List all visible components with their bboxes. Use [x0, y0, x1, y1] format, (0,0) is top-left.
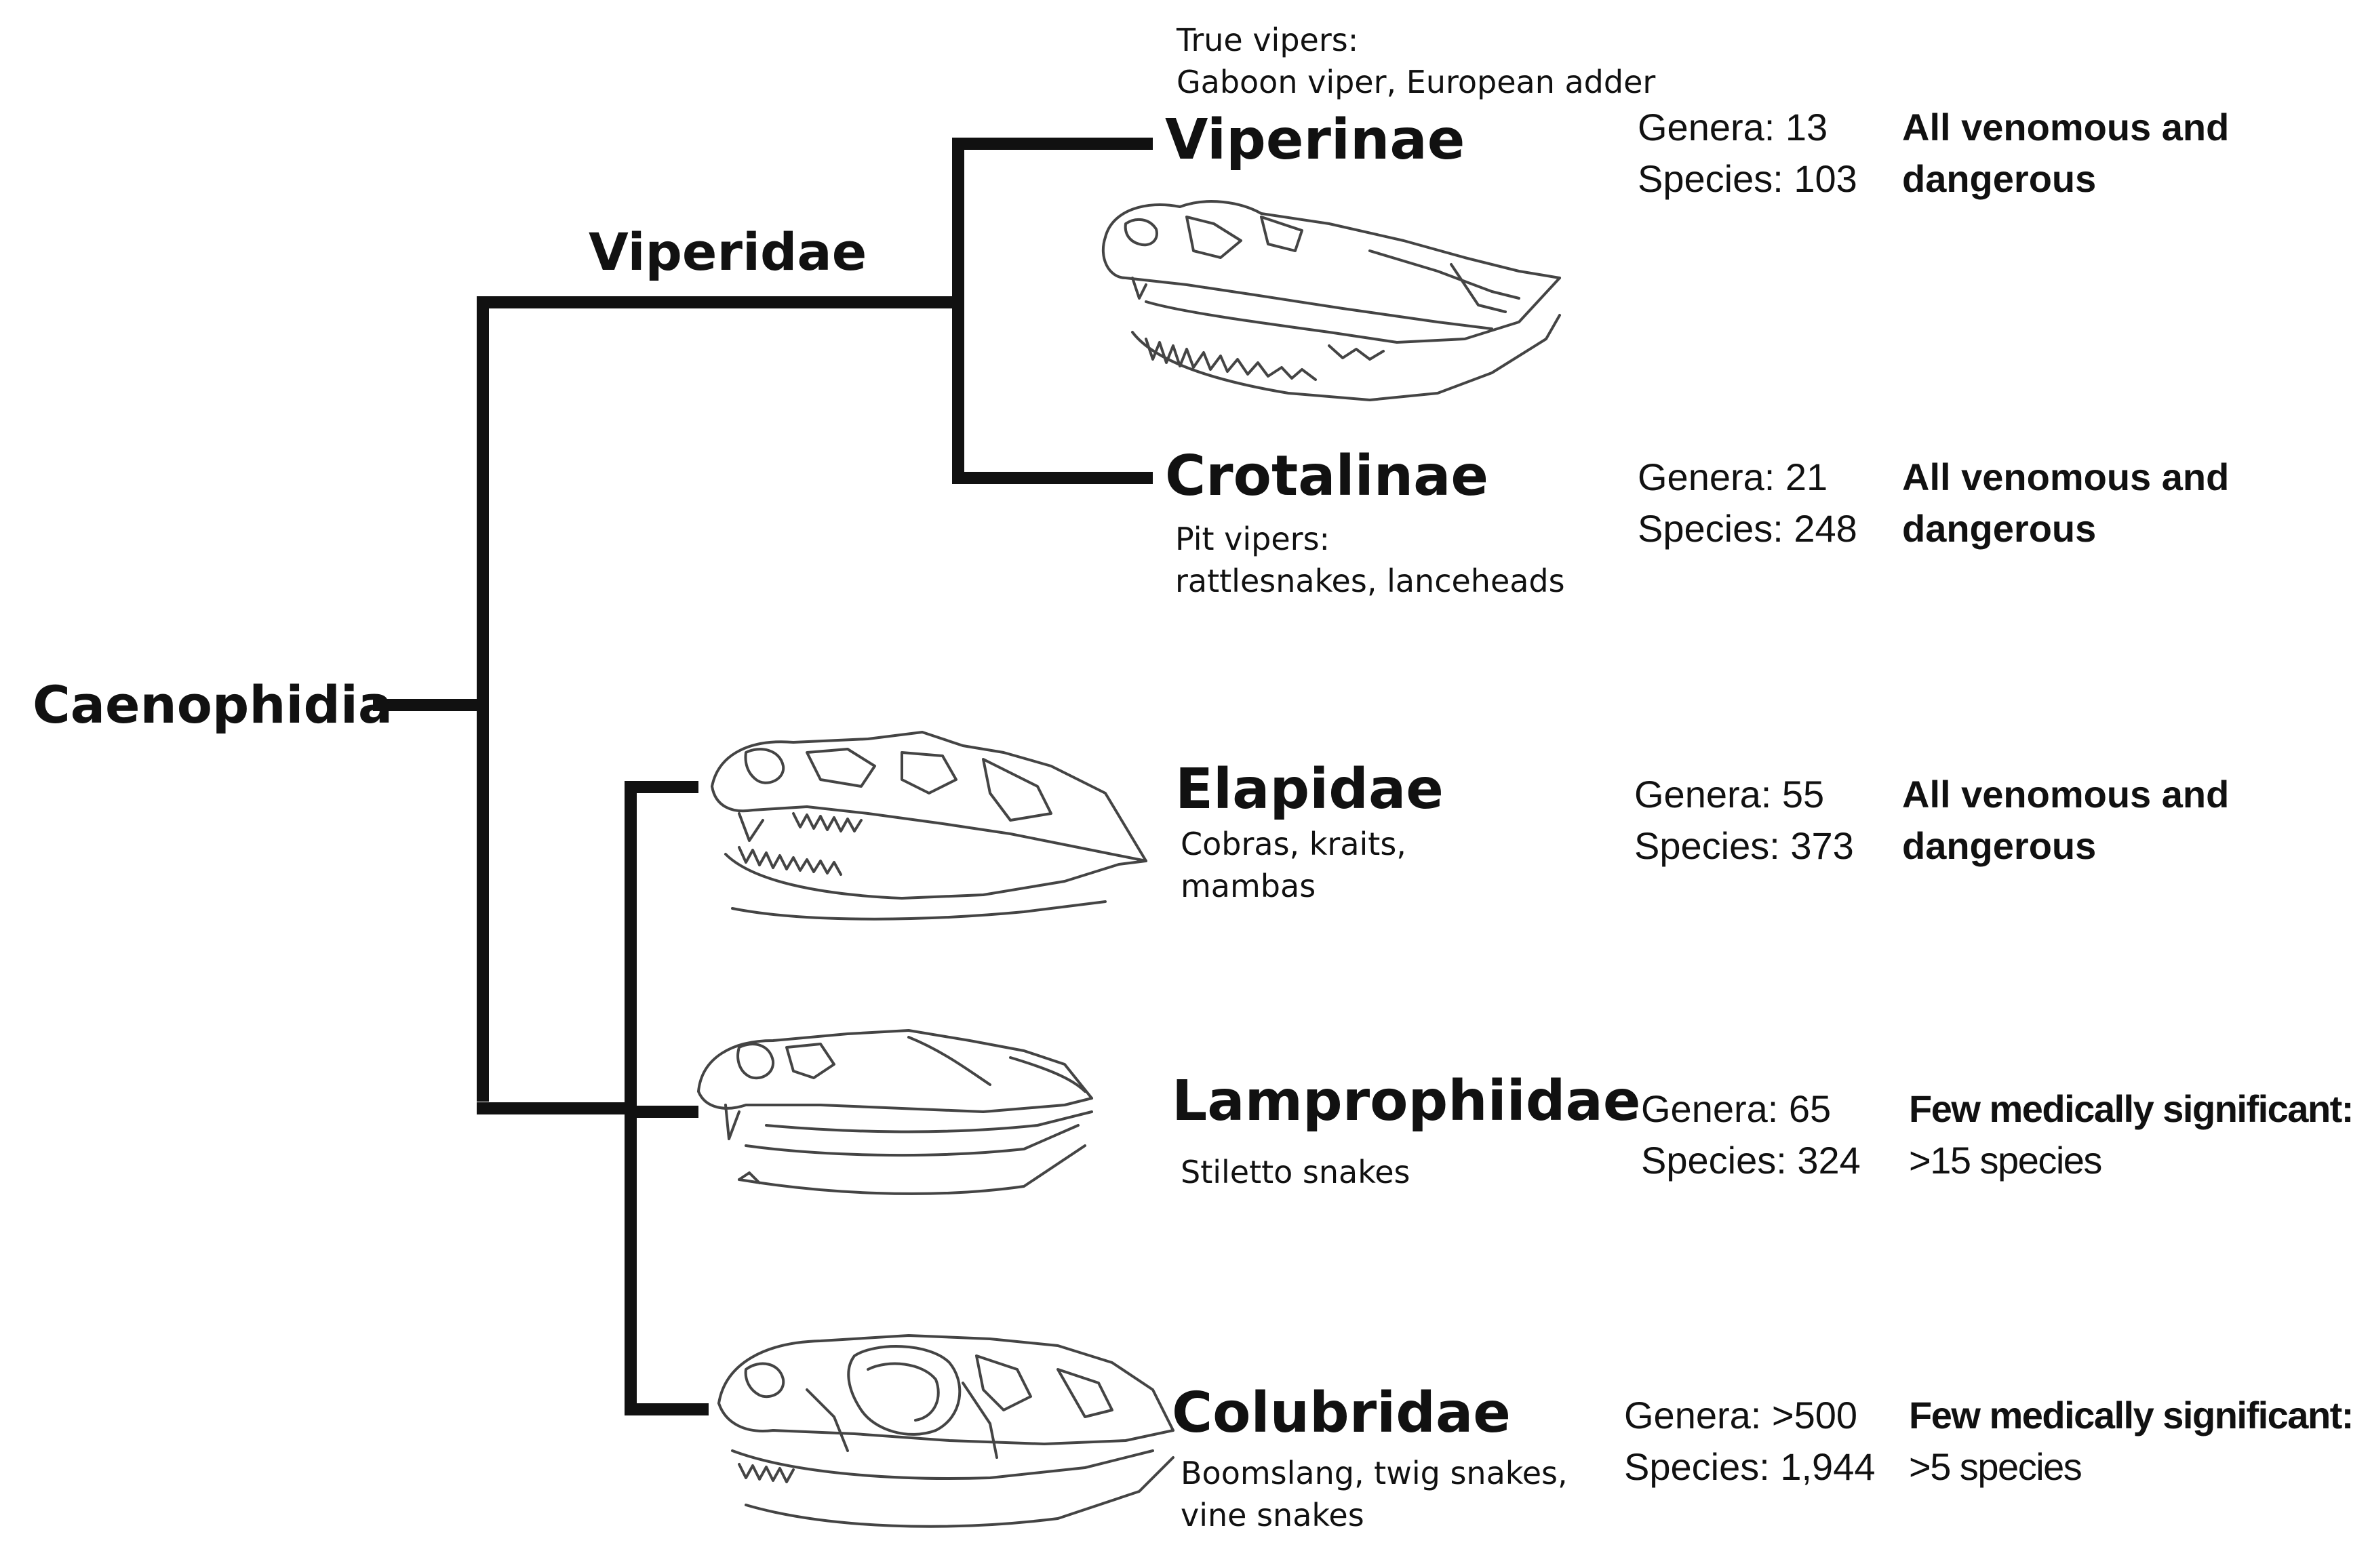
elapidae-common-line2: mambas: [1181, 868, 1316, 905]
colubridae-danger: Few medically significant: >5 species: [1909, 1390, 2354, 1492]
viper-skull-icon: [1101, 200, 1561, 401]
lamprophiidae-danger: Few medically significant: >15 species: [1909, 1083, 2354, 1186]
crotalinae-stats: Genera: 21 Species: 248: [1638, 451, 1857, 554]
elapidae-label: Elapidae: [1175, 757, 1444, 822]
root-label: Caenophidia: [33, 675, 393, 735]
elapidae-genera: Genera: 55: [1634, 773, 1825, 816]
crotalinae-danger-line2: dangerous: [1902, 506, 2097, 550]
viperinae-label: Viperinae: [1165, 108, 1465, 172]
crotalinae-genera: Genera: 21: [1638, 456, 1828, 498]
colubrid-skull-icon: [717, 1334, 1174, 1528]
viperinae-species: Species: 103: [1638, 157, 1857, 200]
viperinae-danger-line1: All venomous and: [1902, 106, 2230, 148]
crotalinae-species: Species: 248: [1638, 506, 1857, 550]
colubridae-genera: Genera: >500: [1624, 1394, 1858, 1436]
lamprophiid-skull-icon: [697, 1029, 1093, 1195]
lamprophiidae-danger-line2: >15 species: [1909, 1138, 2102, 1182]
viperinae-common-line1: True vipers:: [1177, 22, 1359, 58]
crotalinae-common-names: Pit vipers: rattlesnakes, lanceheads: [1175, 518, 1565, 602]
crotalinae-danger: All venomous and dangerous: [1902, 451, 2229, 554]
elapidae-common-line1: Cobras, kraits,: [1181, 826, 1406, 862]
crotalinae-common-line1: Pit vipers:: [1175, 521, 1330, 557]
crotalinae-danger-line1: All venomous and: [1902, 456, 2230, 498]
viperinae-common-line2: Gaboon viper, European adder: [1177, 64, 1656, 101]
elapid-skull-icon: [711, 731, 1147, 921]
colubridae-label: Colubridae: [1172, 1381, 1511, 1445]
elapidae-danger-line1: All venomous and: [1902, 773, 2230, 816]
viperinae-common-names: True vipers: Gaboon viper, European adde…: [1177, 19, 1655, 103]
lamprophiidae-label: Lamprophiidae: [1172, 1069, 1641, 1133]
elapidae-stats: Genera: 55 Species: 373: [1634, 769, 1854, 871]
colubridae-danger-line1: Few medically significant:: [1909, 1394, 2354, 1436]
elapidae-common-names: Cobras, kraits, mambas: [1181, 823, 1406, 907]
viperinae-stats: Genera: 13 Species: 103: [1638, 102, 1857, 204]
viperinae-danger: All venomous and dangerous: [1902, 102, 2229, 204]
lamprophiidae-common-line1: Stiletto snakes: [1181, 1154, 1410, 1190]
colubridae-species: Species: 1,944: [1624, 1445, 1876, 1488]
viperidae-label: Viperidae: [589, 222, 867, 282]
lamprophiidae-genera: Genera: 65: [1641, 1087, 1832, 1130]
viperinae-danger-line2: dangerous: [1902, 157, 2097, 200]
lamprophiidae-stats: Genera: 65 Species: 324: [1641, 1083, 1861, 1186]
colubridae-stats: Genera: >500 Species: 1,944: [1624, 1390, 1875, 1492]
lamprophiidae-danger-line1: Few medically significant:: [1909, 1087, 2354, 1130]
colubridae-common-names: Boomslang, twig snakes, vine snakes: [1181, 1452, 1568, 1536]
elapidae-species: Species: 373: [1634, 824, 1854, 867]
lamprophiidae-common-names: Stiletto snakes: [1181, 1151, 1410, 1193]
crotalinae-common-line2: rattlesnakes, lanceheads: [1175, 563, 1565, 600]
crotalinae-label: Crotalinae: [1165, 444, 1489, 508]
colubridae-common-line1: Boomslang, twig snakes,: [1181, 1455, 1568, 1491]
viperinae-genera: Genera: 13: [1638, 106, 1828, 148]
lamprophiidae-species: Species: 324: [1641, 1138, 1861, 1182]
colubridae-danger-line2: >5 species: [1909, 1445, 2082, 1488]
colubridae-common-line2: vine snakes: [1181, 1497, 1364, 1534]
elapidae-danger: All venomous and dangerous: [1902, 769, 2229, 871]
elapidae-danger-line2: dangerous: [1902, 824, 2097, 867]
